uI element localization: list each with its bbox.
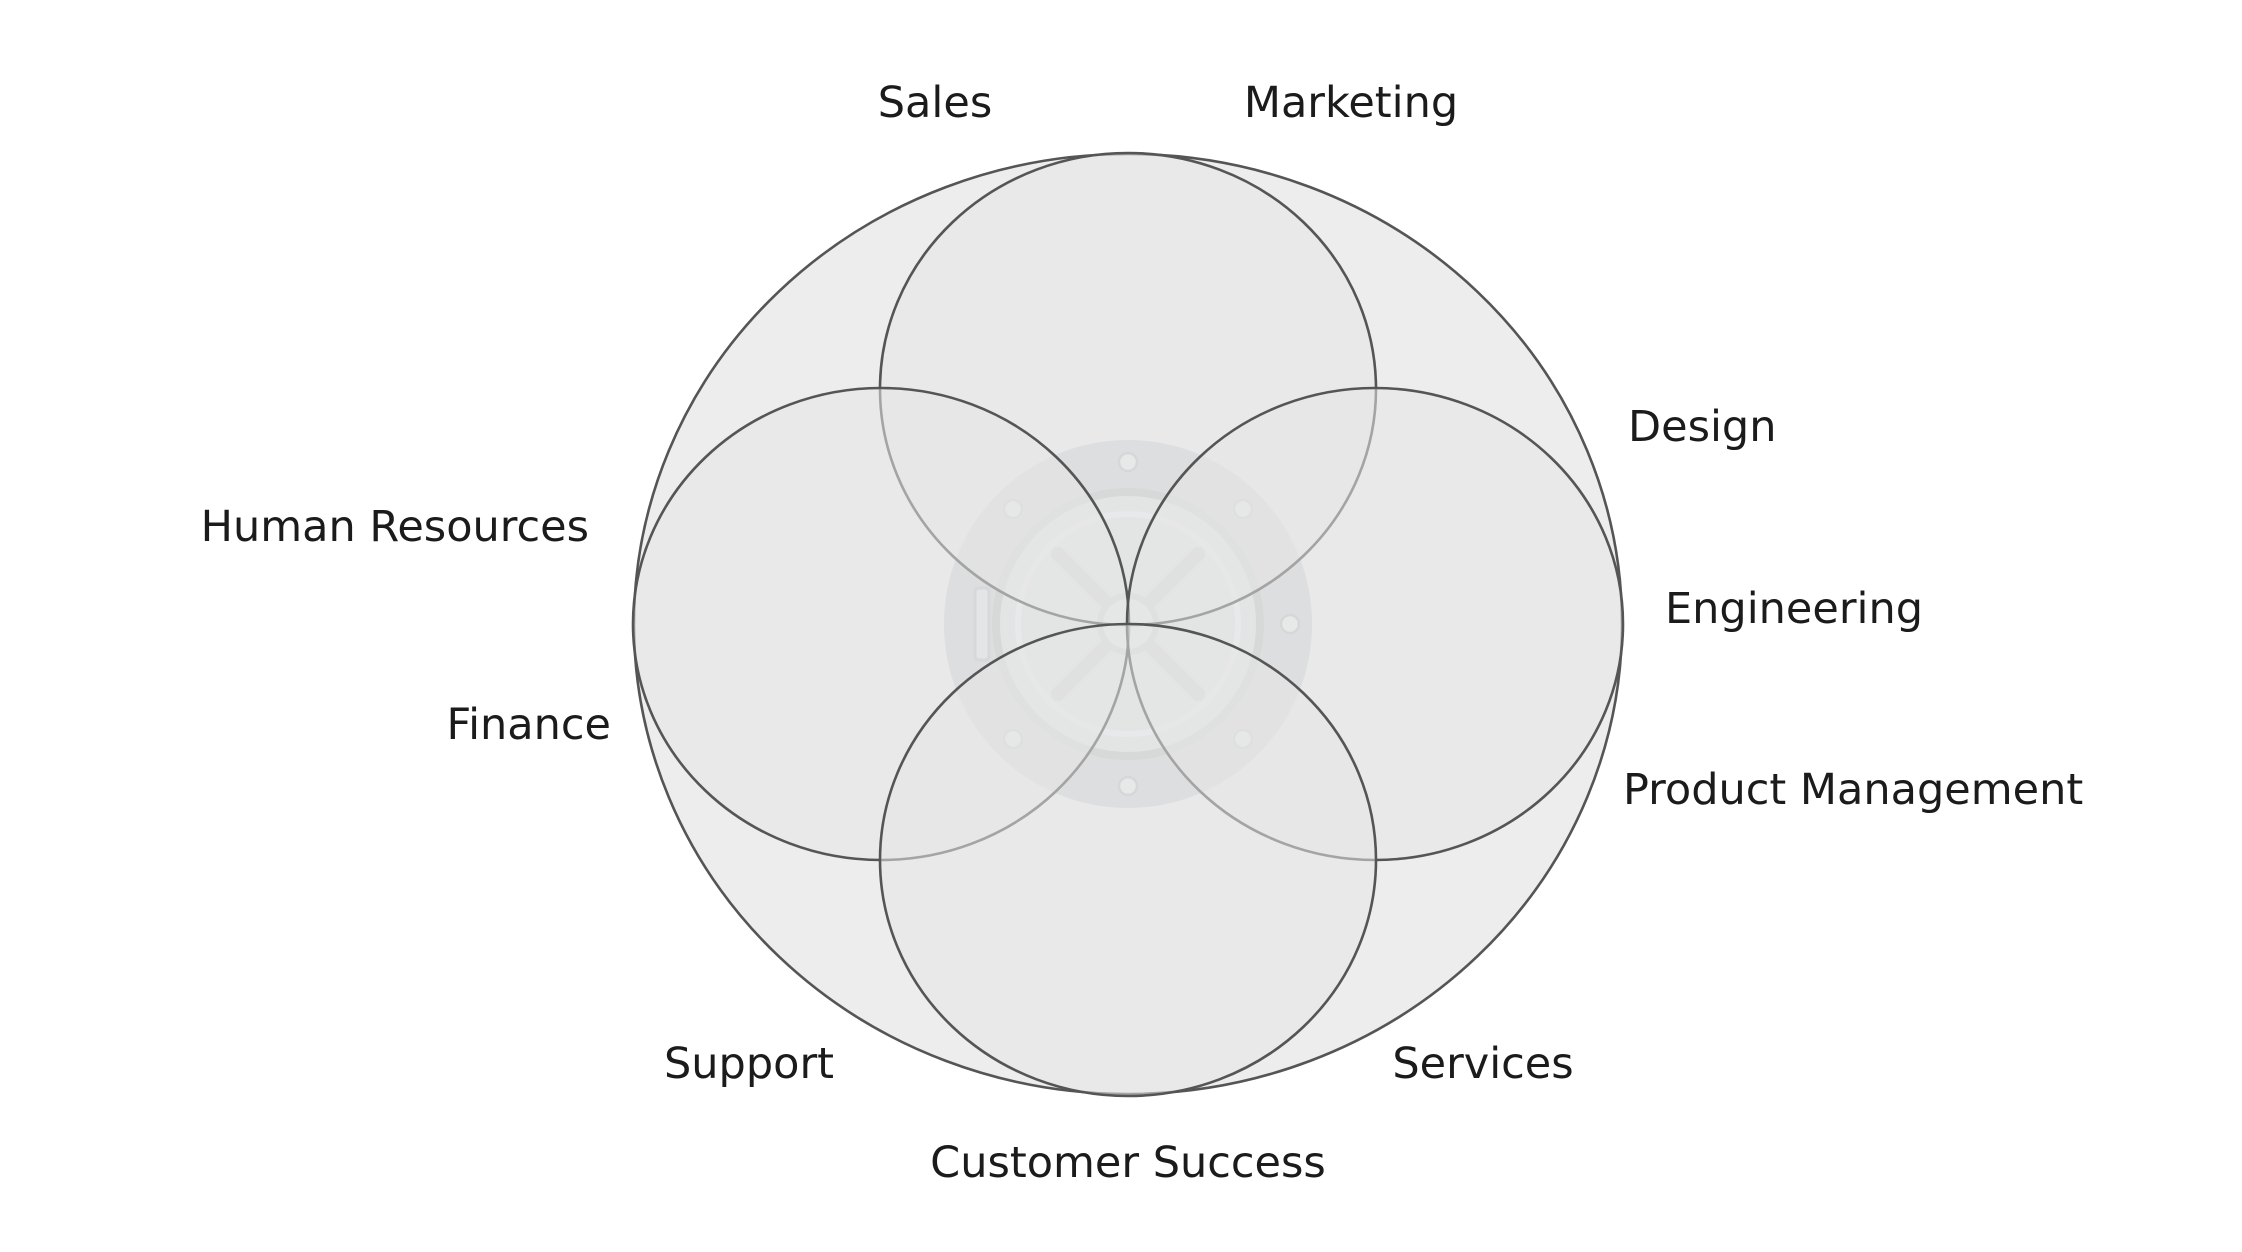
label-customer-success: Customer Success (930, 1138, 1326, 1188)
bottom-circle (878, 622, 1378, 1098)
label-engineering: Engineering (1665, 584, 1923, 634)
label-product-management: Product Management (1623, 765, 2083, 815)
label-services: Services (1392, 1039, 1573, 1089)
label-sales: Sales (878, 78, 992, 128)
label-human-resources: Human Resources (201, 502, 589, 552)
label-design: Design (1628, 402, 1776, 452)
label-finance: Finance (446, 700, 611, 750)
label-support: Support (664, 1039, 834, 1089)
label-marketing: Marketing (1244, 78, 1458, 128)
